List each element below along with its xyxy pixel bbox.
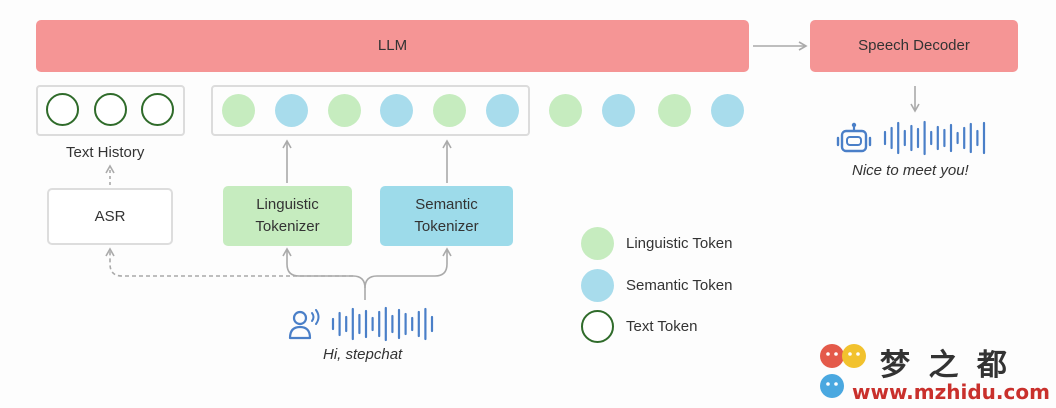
watermark-url: www.mzhidu.com	[852, 380, 1050, 404]
legend-semantic-swatch	[581, 269, 614, 302]
input-to-ling-path	[282, 247, 366, 300]
input-waveform	[331, 306, 434, 342]
linguistic-token	[222, 94, 255, 127]
watermark-logo	[820, 344, 866, 398]
legend-linguistic-swatch	[581, 227, 614, 260]
llm-label: LLM	[377, 37, 408, 54]
text-token	[141, 93, 174, 126]
semantic-tokenizer-line2: Tokenizer	[414, 218, 479, 235]
output-caption: Nice to meet you!	[852, 162, 969, 179]
linguistic-tokenizer-line2: Tokenizer	[255, 218, 320, 235]
llm-block: LLM	[36, 20, 749, 72]
text-token	[46, 93, 79, 126]
legend-semantic-label: Semantic Token	[626, 277, 733, 294]
speech-decoder-label: Speech Decoder	[858, 37, 970, 54]
text-history-label: Text History	[66, 144, 145, 161]
semantic-token	[711, 94, 744, 127]
speech-decoder-block: Speech Decoder	[810, 20, 1018, 72]
watermark-brand: 梦 之 都	[880, 348, 1011, 383]
legend-linguistic-label: Linguistic Token	[626, 235, 733, 252]
legend-text-label: Text Token	[626, 318, 698, 335]
semantic-token	[602, 94, 635, 127]
linguistic-tokenizer-line1: Linguistic	[256, 196, 319, 213]
linguistic-token	[658, 94, 691, 127]
semantic-tokenizer-block: Semantic Tokenizer	[380, 186, 513, 246]
input-to-sem-path	[364, 247, 452, 289]
input-to-asr-path	[105, 247, 353, 277]
semantic-tokenizer-line1: Semantic	[415, 196, 478, 213]
linguistic-tokenizer-block: Linguistic Tokenizer	[223, 186, 352, 246]
robot-icon	[836, 122, 872, 153]
text-history-frame	[36, 85, 185, 136]
semantic-token	[486, 94, 519, 127]
asr-block: ASR	[47, 188, 173, 245]
text-token	[94, 93, 127, 126]
input-caption: Hi, stepchat	[323, 346, 403, 363]
linguistic-token	[328, 94, 361, 127]
linguistic-token	[549, 94, 582, 127]
output-waveform	[883, 120, 986, 156]
legend-text-swatch	[581, 310, 614, 343]
speech-token-frame	[211, 85, 530, 136]
speaker-user-icon	[288, 309, 320, 340]
semantic-token	[275, 94, 308, 127]
semantic-token	[380, 94, 413, 127]
asr-label: ASR	[94, 207, 126, 225]
linguistic-token	[433, 94, 466, 127]
